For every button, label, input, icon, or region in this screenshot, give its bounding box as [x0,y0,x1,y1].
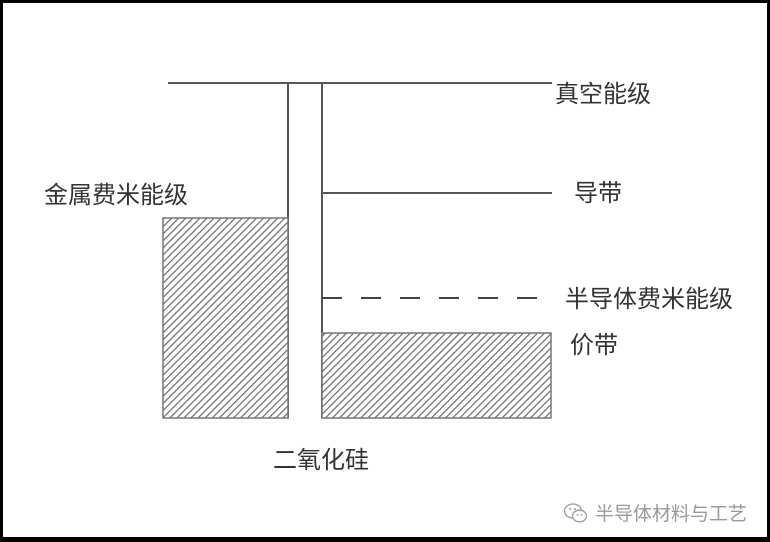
metal-fermi-label: 金属费米能级 [44,181,188,209]
valence-band-filled [321,332,552,419]
watermark: 半导体材料与工艺 [563,499,747,526]
oxide-label: 二氧化硅 [273,446,369,474]
semiconductor-fermi-label: 半导体费米能级 [565,285,733,313]
watermark-text: 半导体材料与工艺 [595,503,748,525]
wechat-icon [563,502,588,522]
metal-filled-states [162,217,289,419]
valence-band-label: 价带 [570,331,618,359]
vacuum-level-label: 真空能级 [555,80,651,108]
diagram-canvas: 真空能级 导带 半导体费米能级 价带 金属费米能级 二氧化硅 半导体材料与工艺 [3,3,767,537]
conduction-band-label: 导带 [574,179,622,207]
